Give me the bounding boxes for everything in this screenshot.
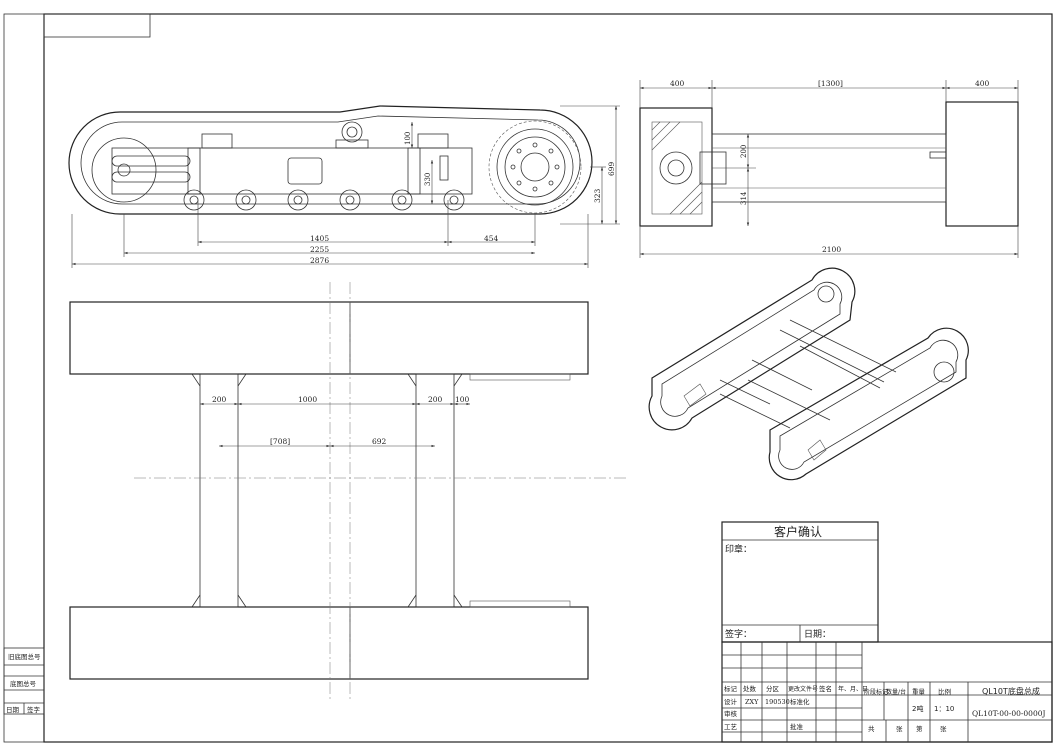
tb-process: 工艺 xyxy=(724,723,738,731)
sheet-frame xyxy=(3,13,1053,743)
side-view: 1405 454 2255 2876 699 323 330 100 xyxy=(68,105,620,268)
signature-label: 签字： xyxy=(725,628,752,640)
tb-approval: 批准 xyxy=(790,722,804,731)
dim-2255: 2255 xyxy=(310,245,329,254)
tb-design: 设计 xyxy=(724,697,738,706)
tb-count: 处数 xyxy=(743,684,757,693)
dim-1000: 1000 xyxy=(298,395,317,404)
dim-200-b: 200 xyxy=(428,395,443,404)
dim-200-a: 200 xyxy=(212,395,227,404)
dim-2100: 2100 xyxy=(822,245,841,254)
tb-scale-label: 比例 xyxy=(938,687,951,696)
dim-400-left: 400 xyxy=(670,79,685,88)
tb-review: 审核 xyxy=(724,709,738,718)
tb-weight-label: 重量 xyxy=(912,688,926,696)
dim-323: 323 xyxy=(593,188,602,203)
strip-sign-label: 签字 xyxy=(27,705,41,714)
dim-1300: [1300] xyxy=(818,79,843,88)
tb-quantity: 数量/台 xyxy=(886,688,906,696)
tb-stage-mark: 阶段标记 xyxy=(864,688,888,696)
tb-signature: 签名 xyxy=(819,684,832,693)
dim-400-right: 400 xyxy=(975,79,990,88)
old-base-number-label: 旧底图总号 xyxy=(8,652,41,661)
tb-total: 共 xyxy=(868,724,875,733)
customer-confirmation-box: 客户确认 印章： 签字： 日期： xyxy=(721,521,879,643)
tb-scale-value: 1：10 xyxy=(934,705,954,713)
tb-standardization: 标准化 xyxy=(790,697,810,706)
tb-mark: 标记 xyxy=(724,684,738,693)
customer-confirm-title: 客户确认 xyxy=(774,524,822,539)
base-number-label: 底图总号 xyxy=(10,679,37,688)
dim-200: 200 xyxy=(740,145,748,158)
tb-ymd: 年、月、日 xyxy=(838,685,868,693)
drawing-title: QL10T底盘总成 xyxy=(982,686,1040,696)
title-block: 标记 处数 分区 更改文件号 签名 年、月、日 阶段标记 数量/台 重量 比例 … xyxy=(721,641,1053,743)
stamp-label: 印章： xyxy=(725,543,752,555)
tb-change-doc: 更改文件号 xyxy=(788,685,818,693)
tb-zone: 分区 xyxy=(766,684,780,693)
tb-page: 第 xyxy=(916,724,923,733)
front-view: 400 [1300] 400 2100 200 314 xyxy=(639,79,1019,258)
tb-sheet2: 张 xyxy=(940,724,947,733)
dim-454: 454 xyxy=(484,234,499,243)
dim-699: 699 xyxy=(607,161,616,176)
plan-view: 200 1000 200 100 [708] 692 xyxy=(69,282,626,700)
tb-sheet: 张 xyxy=(896,724,903,733)
dim-100: 100 xyxy=(404,132,412,145)
dim-692: 692 xyxy=(372,437,387,446)
date-label: 日期： xyxy=(804,629,831,640)
dim-100-plan: 100 xyxy=(455,395,470,404)
dim-1405: 1405 xyxy=(310,234,329,243)
isometric-view xyxy=(648,267,969,481)
tb-designer: ZXY xyxy=(745,698,759,706)
tb-design-date: 190530 xyxy=(765,698,790,706)
drawing-number: QL10T-00-00-0000J xyxy=(972,709,1046,718)
tb-weight-value: 2吨 xyxy=(912,704,923,713)
dim-330: 330 xyxy=(424,173,432,186)
left-binding-strip: 旧底图总号 底图总号 日期 签字 xyxy=(3,647,45,715)
strip-date-label: 日期 xyxy=(6,706,20,714)
dim-708: [708] xyxy=(270,437,290,446)
dim-2876: 2876 xyxy=(310,256,329,265)
dim-314: 314 xyxy=(740,191,748,205)
